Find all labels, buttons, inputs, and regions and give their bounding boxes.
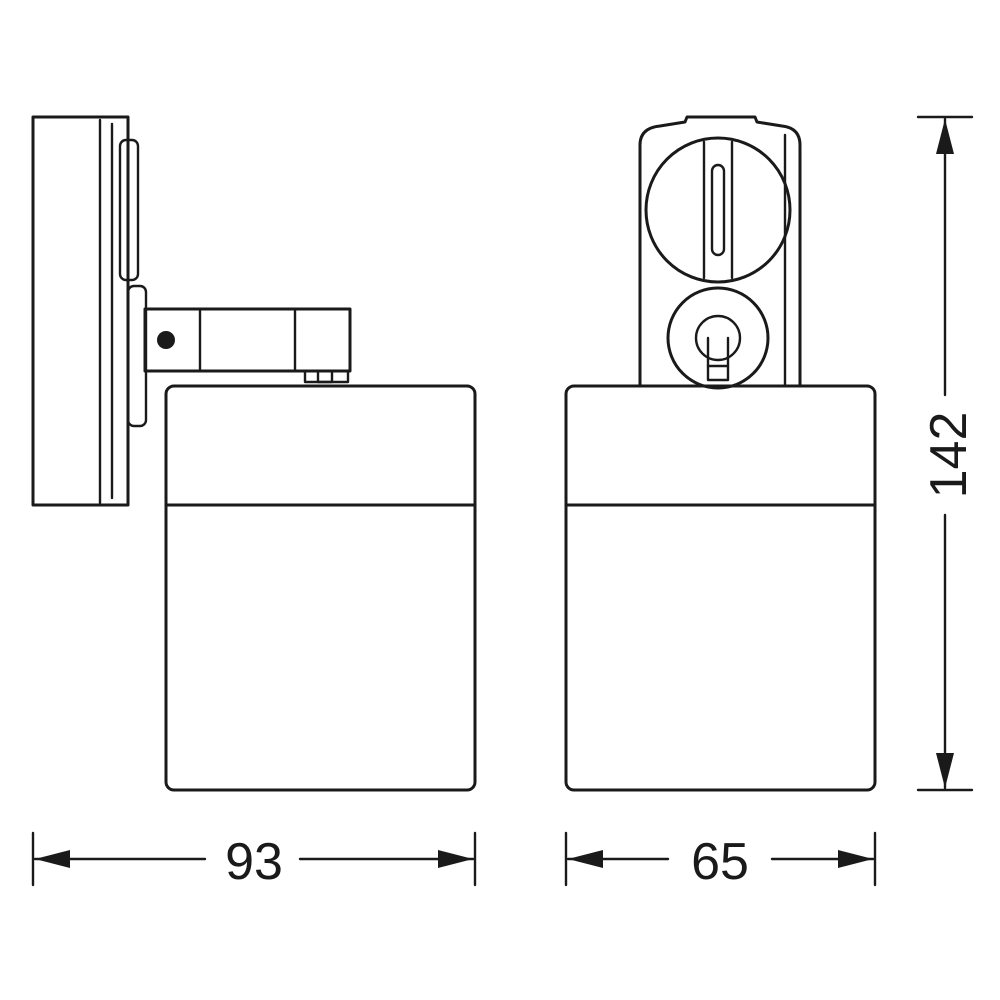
pivot-joint	[666, 286, 770, 390]
front-adapter	[638, 115, 802, 390]
dimension-label-93: 93	[225, 833, 283, 891]
arrowhead-right	[438, 850, 473, 868]
arrowhead-left	[568, 850, 603, 868]
side-view	[31, 115, 477, 792]
rotary-knob	[644, 136, 792, 284]
front-head	[564, 384, 877, 792]
side-head	[164, 384, 477, 792]
dimension-label-142: 142	[920, 412, 978, 499]
knob-slot	[710, 163, 726, 257]
dimension-height: 142	[916, 115, 978, 792]
arrowhead-right	[838, 850, 873, 868]
dimension-width-front: 65	[564, 831, 877, 891]
dimension-width-side: 93	[31, 831, 477, 891]
front-view	[564, 115, 877, 792]
screw-dot	[157, 331, 175, 349]
dimension-label-65: 65	[691, 833, 749, 891]
arrowhead-bottom	[936, 753, 954, 788]
arrowhead-top	[936, 119, 954, 154]
arrowhead-left	[35, 850, 70, 868]
side-arm	[143, 307, 352, 384]
side-adapter-plate	[31, 115, 148, 507]
